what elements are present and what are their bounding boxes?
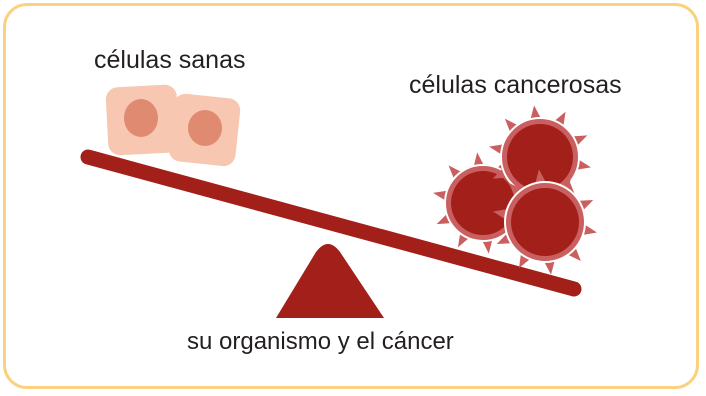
cancer-cell-icon: [493, 169, 597, 275]
healthy-cell-icon: [168, 93, 241, 167]
seesaw-beam: [80, 149, 582, 297]
healthy-cell-icon: [105, 84, 180, 156]
healthy-cells-label: células sanas: [94, 46, 246, 74]
caption-label: su organismo y el cáncer: [187, 328, 454, 355]
diagram-frame: [3, 3, 699, 389]
cancer-cells-label: células cancerosas: [409, 71, 622, 99]
fulcrum-triangle: [276, 244, 384, 318]
cancer-cells-group: [433, 105, 597, 275]
